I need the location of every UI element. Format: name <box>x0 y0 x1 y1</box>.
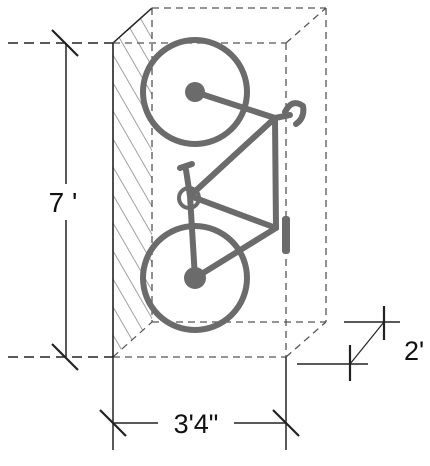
height-label: 7 ' <box>49 187 78 218</box>
width-label: 3'4" <box>174 409 219 439</box>
width-label-bg <box>158 406 234 438</box>
depth-label: 2' <box>404 336 424 366</box>
wall-hatching <box>112 7 153 358</box>
bicycle-icon <box>140 37 307 333</box>
height-label-bg <box>40 184 90 220</box>
depth-dimension <box>297 306 400 381</box>
